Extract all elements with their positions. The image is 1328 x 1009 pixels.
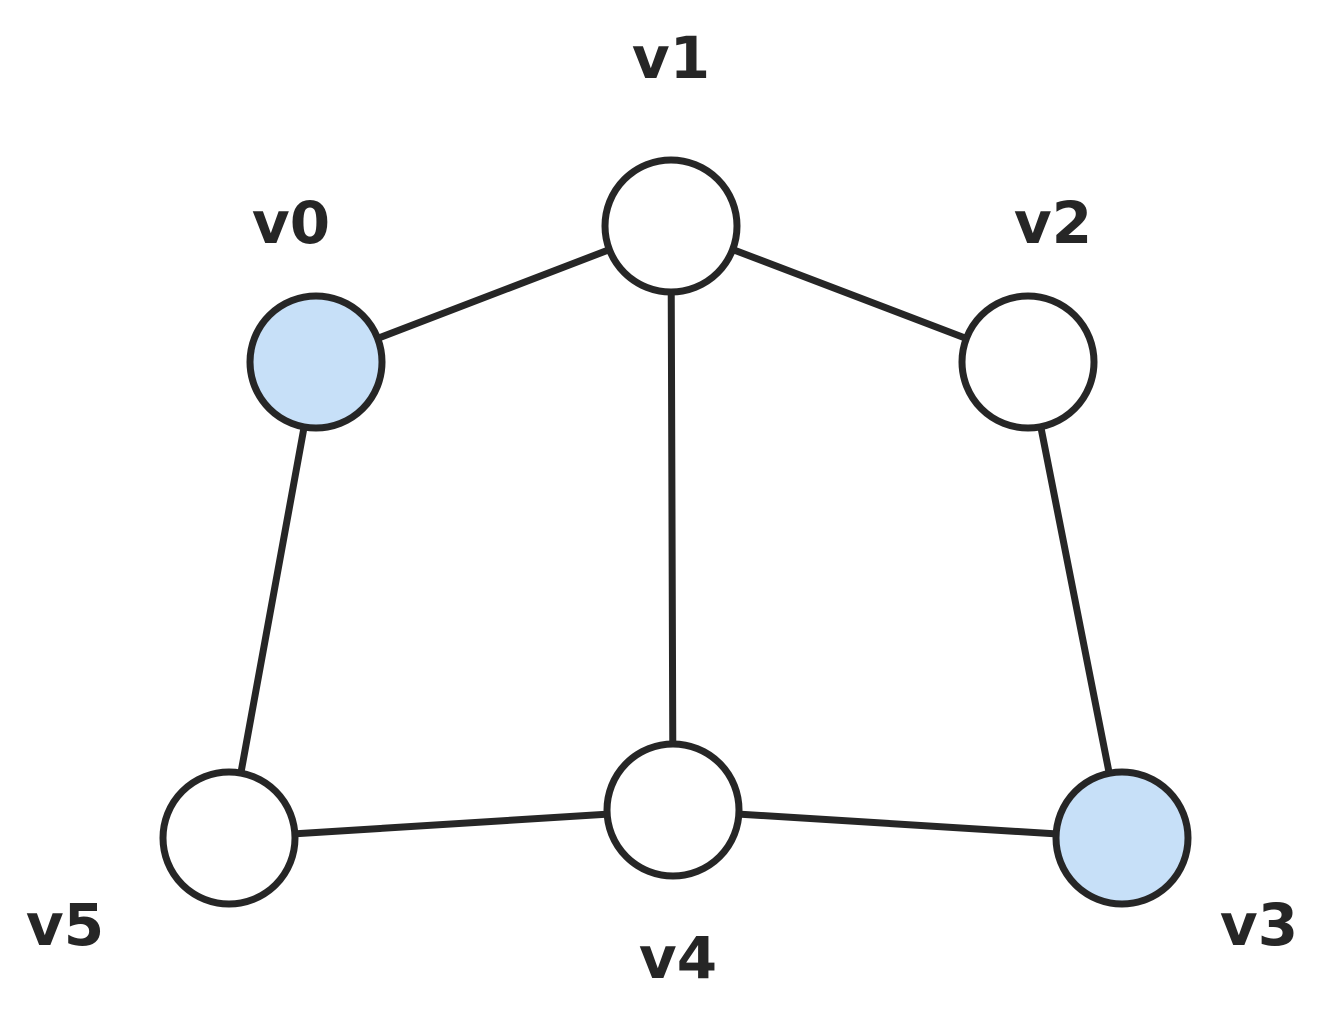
edge-v4-v3	[669, 806, 1126, 842]
node-label-v2: v2	[1014, 189, 1092, 257]
node-label-v3: v3	[1220, 891, 1298, 959]
labels-layer: v0 v1 v2 v3 v4 v5	[26, 24, 1298, 992]
node-label-v0: v0	[252, 189, 330, 257]
node-v1	[601, 156, 741, 296]
node-label-v1: v1	[632, 24, 710, 92]
node-label-v4: v4	[639, 924, 717, 992]
node-label-v5: v5	[26, 891, 104, 959]
edge-v2-v3	[1024, 358, 1126, 842]
edge-v1-v4	[667, 222, 677, 814]
edge-v0-v5	[225, 358, 320, 842]
edge-v5-v4	[225, 806, 677, 842]
node-v2	[958, 292, 1098, 432]
node-v4	[603, 740, 743, 880]
node-v0	[246, 292, 386, 432]
node-v5	[159, 768, 299, 908]
nodes-layer	[159, 156, 1192, 908]
node-v3	[1052, 768, 1192, 908]
